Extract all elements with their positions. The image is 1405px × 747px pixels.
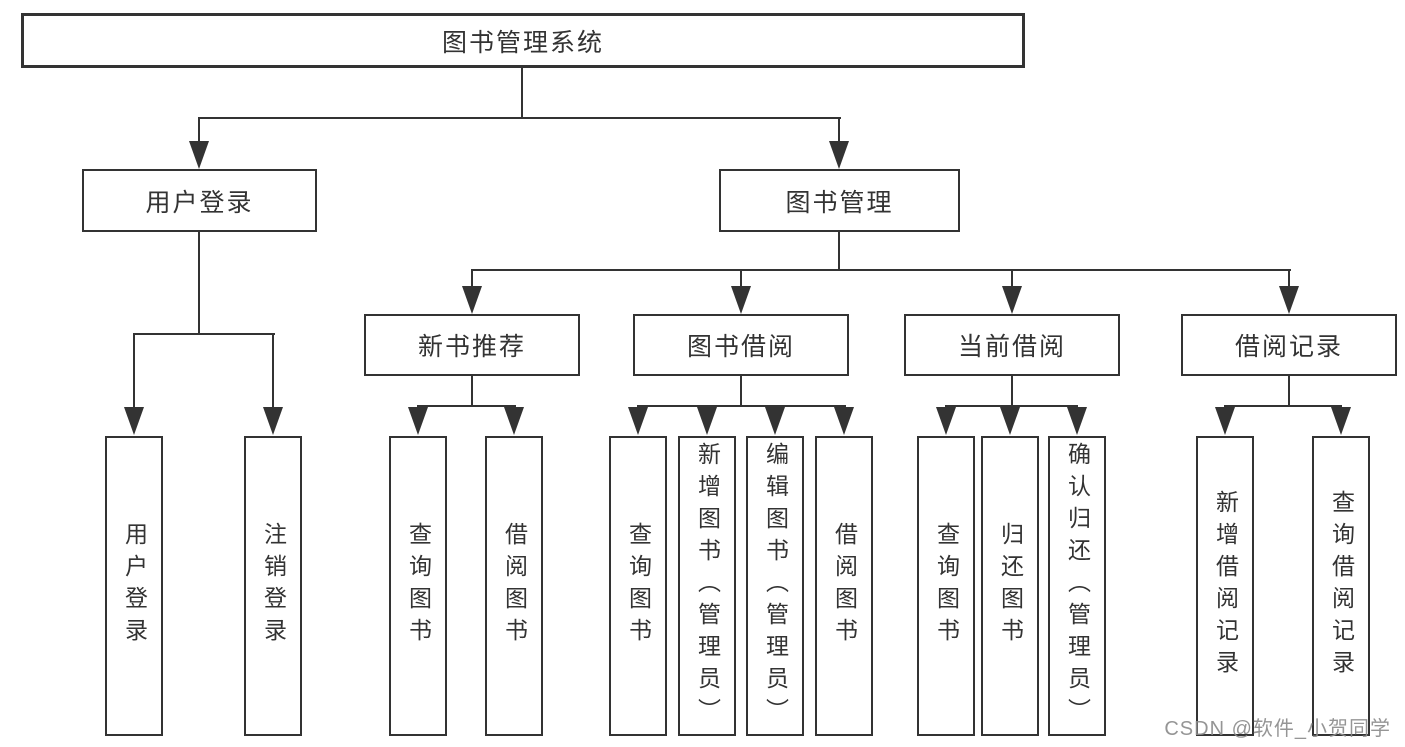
leaf-user-login: 用户登录 (105, 436, 163, 736)
node-book-borrow: 图书借阅 (633, 314, 849, 376)
arrow-down-icon (1067, 407, 1087, 435)
connector-book-management-branch (471, 269, 1291, 271)
connector-drop (740, 271, 742, 288)
arrow-down-icon (189, 141, 209, 169)
node-current-borrow-label: 当前借阅 (957, 333, 1066, 361)
node-root: 图书管理系统 (21, 13, 1025, 68)
connector-records-stem (1288, 376, 1290, 405)
connector-records-branch (1224, 405, 1342, 407)
arrow-down-icon (1215, 407, 1235, 435)
leaf-recommend-query-book: 查询图书 (389, 436, 447, 736)
leaf-recommend-borrow-book-label: 借阅图书 (501, 522, 528, 650)
arrow-down-icon (829, 141, 849, 169)
connector-current-branch (945, 405, 1078, 407)
leaf-records-query-record-label: 查询借阅记录 (1328, 490, 1355, 682)
arrow-down-icon (697, 407, 717, 435)
connector-drop (471, 271, 473, 288)
leaf-current-confirm-return-admin-label: 确认归还（管理员） (1064, 442, 1091, 730)
leaf-borrow-query-book-label: 查询图书 (625, 522, 652, 650)
leaf-logout-label: 注销登录 (260, 522, 287, 650)
leaf-borrow-borrow-book-label: 借阅图书 (831, 522, 858, 650)
leaf-borrow-add-book-admin: 新增图书（管理员） (678, 436, 736, 736)
node-new-book-recommend-label: 新书推荐 (417, 333, 526, 361)
leaf-logout: 注销登录 (244, 436, 302, 736)
connector-drop (1288, 271, 1290, 288)
leaf-borrow-edit-book-admin-label: 编辑图书（管理员） (762, 442, 789, 730)
node-new-book-recommend: 新书推荐 (364, 314, 580, 376)
node-borrow-records-label: 借阅记录 (1234, 333, 1343, 361)
connector-root-stem (521, 68, 523, 118)
connector-borrow-branch (637, 405, 846, 407)
connector-recommend-stem (471, 376, 473, 405)
connector-drop (272, 335, 274, 409)
connector-user-login-branch (133, 333, 275, 335)
leaf-recommend-borrow-book: 借阅图书 (485, 436, 543, 736)
arrow-down-icon (124, 407, 144, 435)
node-current-borrow: 当前借阅 (904, 314, 1120, 376)
leaf-current-query-book-label: 查询图书 (933, 522, 960, 650)
arrow-down-icon (731, 286, 751, 314)
leaf-records-add-record-label: 新增借阅记录 (1212, 490, 1239, 682)
arrow-down-icon (765, 407, 785, 435)
connector-drop (1011, 271, 1013, 288)
node-book-borrow-label: 图书借阅 (686, 333, 795, 361)
node-book-management: 图书管理 (719, 169, 960, 232)
leaf-current-query-book: 查询图书 (917, 436, 975, 736)
arrow-down-icon (936, 407, 956, 435)
leaf-recommend-query-book-label: 查询图书 (405, 522, 432, 650)
arrow-down-icon (834, 407, 854, 435)
leaf-borrow-edit-book-admin: 编辑图书（管理员） (746, 436, 804, 736)
connector-root-branch (198, 117, 841, 119)
arrow-down-icon (462, 286, 482, 314)
arrow-down-icon (1279, 286, 1299, 314)
arrow-down-icon (408, 407, 428, 435)
leaf-records-query-record: 查询借阅记录 (1312, 436, 1370, 736)
connector-drop (198, 119, 200, 144)
connector-drop (133, 335, 135, 409)
arrow-down-icon (1000, 407, 1020, 435)
arrow-down-icon (1002, 286, 1022, 314)
connector-recommend-branch (417, 405, 516, 407)
leaf-borrow-borrow-book: 借阅图书 (815, 436, 873, 736)
arrow-down-icon (628, 407, 648, 435)
connector-book-management-stem (838, 232, 840, 270)
node-root-label: 图书管理系统 (441, 28, 604, 57)
leaf-borrow-query-book: 查询图书 (609, 436, 667, 736)
node-borrow-records: 借阅记录 (1181, 314, 1397, 376)
arrow-down-icon (263, 407, 283, 435)
connector-drop (838, 119, 840, 144)
leaf-current-return-book-label: 归还图书 (997, 522, 1024, 650)
leaf-borrow-add-book-admin-label: 新增图书（管理员） (694, 442, 721, 730)
node-book-management-label: 图书管理 (785, 188, 894, 217)
csdn-watermark: CSDN @软件_小贺同学 (1164, 718, 1391, 740)
node-user-login: 用户登录 (82, 169, 317, 232)
connector-current-stem (1011, 376, 1013, 405)
leaf-records-add-record: 新增借阅记录 (1196, 436, 1254, 736)
connector-borrow-stem (740, 376, 742, 405)
leaf-current-confirm-return-admin: 确认归还（管理员） (1048, 436, 1106, 736)
arrow-down-icon (1331, 407, 1351, 435)
leaf-current-return-book: 归还图书 (981, 436, 1039, 736)
arrow-down-icon (504, 407, 524, 435)
connector-user-login-stem (198, 232, 200, 335)
leaf-user-login-label: 用户登录 (121, 522, 148, 650)
node-user-login-label: 用户登录 (145, 188, 254, 217)
